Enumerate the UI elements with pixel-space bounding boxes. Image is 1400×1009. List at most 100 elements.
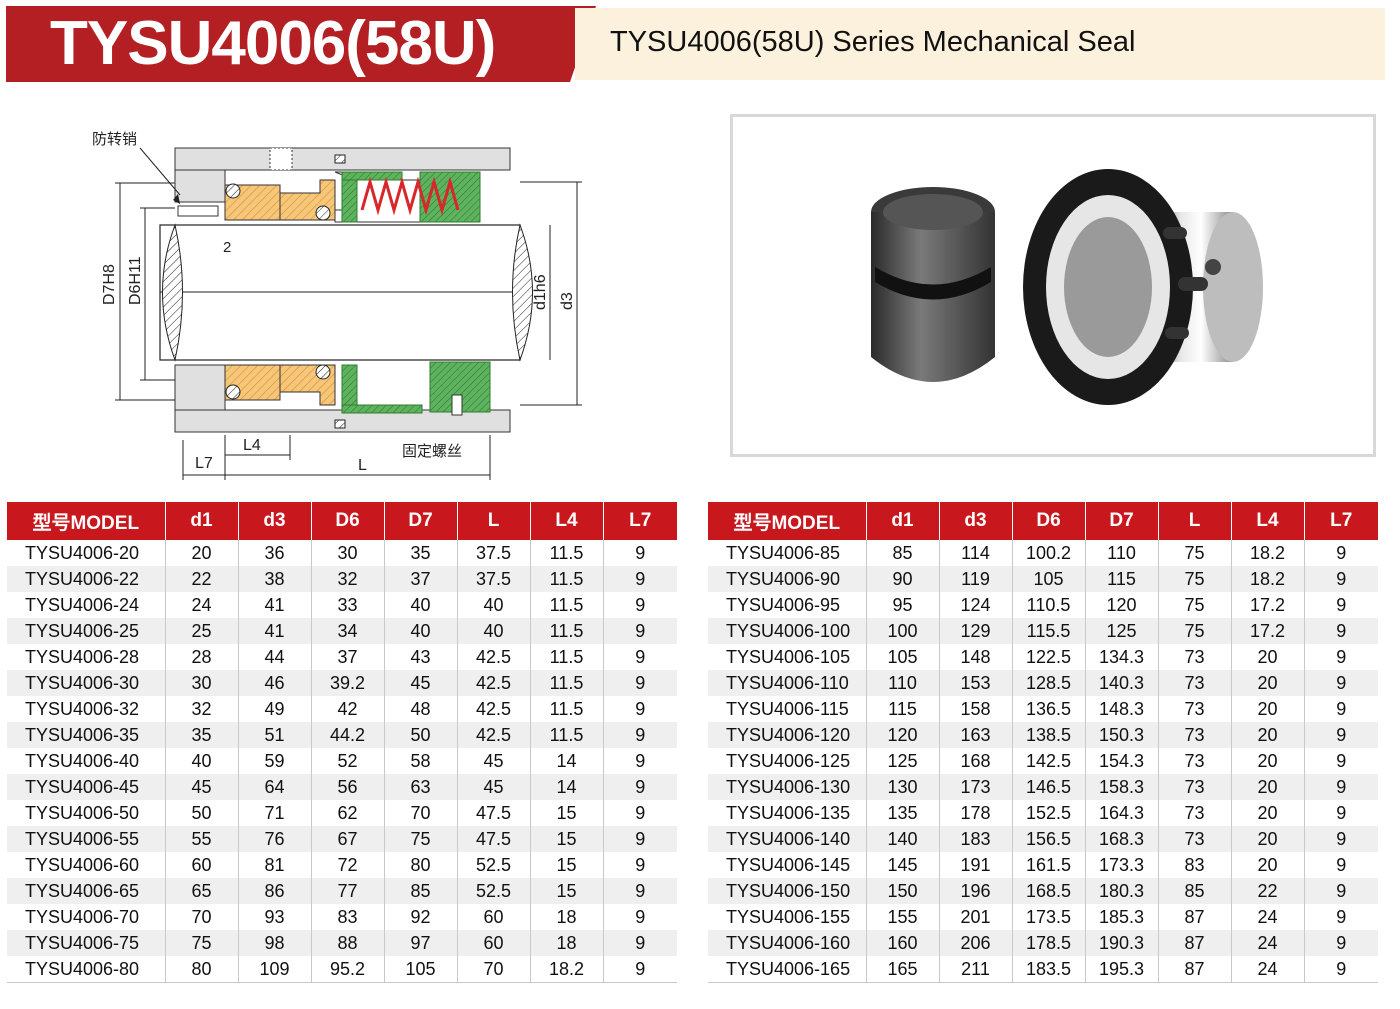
product-photo-frame <box>730 114 1376 457</box>
value-cell: 9 <box>602 748 677 774</box>
value-cell: 95 <box>865 592 939 618</box>
value-cell: 75 <box>1157 592 1231 618</box>
model-cell: TYSU4006-135 <box>726 802 851 823</box>
value-cell: 39.2 <box>310 670 384 696</box>
value-cell: 17.2 <box>1230 618 1304 644</box>
value-cell: 110.5 <box>1011 592 1085 618</box>
value-cell: 20 <box>1230 696 1304 722</box>
gap-label: 2 <box>223 239 231 256</box>
value-cell: 11.5 <box>529 644 603 670</box>
value-cell: 20 <box>1230 826 1304 852</box>
value-cell: 100.2 <box>1011 540 1085 566</box>
value-cell: 70 <box>456 956 530 983</box>
value-cell: 97 <box>383 930 457 956</box>
subtitle-band <box>575 8 1385 80</box>
value-cell: 30 <box>310 540 384 566</box>
value-cell: 173 <box>938 774 1012 800</box>
value-cell: 42 <box>310 696 384 722</box>
model-cell: TYSU4006-24 <box>25 594 140 615</box>
value-cell: 85 <box>1157 878 1231 904</box>
value-cell: 50 <box>164 800 238 826</box>
model-cell: TYSU4006-55 <box>7 826 165 852</box>
value-cell: 109 <box>237 956 311 983</box>
value-cell: 9 <box>1303 852 1378 878</box>
value-cell: 14 <box>529 748 603 774</box>
value-cell: 135 <box>865 800 939 826</box>
column-header: L7 <box>602 502 677 540</box>
value-cell: 60 <box>456 930 530 956</box>
d6-label: D6H11 <box>127 256 144 305</box>
column-header: D6 <box>310 502 384 540</box>
l4-label: L4 <box>243 437 261 454</box>
value-cell: 168 <box>938 748 1012 774</box>
value-cell: 28 <box>164 644 238 670</box>
value-cell: 40 <box>456 592 530 618</box>
value-cell: 160 <box>865 930 939 956</box>
value-cell: 37.5 <box>456 540 530 566</box>
value-cell: 15 <box>529 800 603 826</box>
value-cell: 32 <box>164 696 238 722</box>
value-cell: 73 <box>1157 696 1231 722</box>
value-cell: 92 <box>383 904 457 930</box>
model-cell: TYSU4006-140 <box>708 826 866 852</box>
value-cell: 46 <box>237 670 311 696</box>
value-cell: 17.2 <box>1230 592 1304 618</box>
value-cell: 51 <box>237 722 311 748</box>
value-cell: 75 <box>1157 566 1231 592</box>
value-cell: 154.3 <box>1084 748 1158 774</box>
d3-label: d3 <box>559 292 576 310</box>
value-cell: 22 <box>1230 878 1304 904</box>
value-cell: 67 <box>310 826 384 852</box>
value-cell: 11.5 <box>529 540 603 566</box>
value-cell: 9 <box>602 878 677 904</box>
value-cell: 87 <box>1157 956 1231 983</box>
value-cell: 163 <box>938 722 1012 748</box>
value-cell: 168.5 <box>1011 878 1085 904</box>
value-cell: 173.5 <box>1011 904 1085 930</box>
value-cell: 9 <box>602 800 677 826</box>
value-cell: 64 <box>237 774 311 800</box>
value-cell: 134.3 <box>1084 644 1158 670</box>
value-cell: 150 <box>865 878 939 904</box>
value-cell: 18.2 <box>529 956 603 983</box>
value-cell: 128.5 <box>1011 670 1085 696</box>
value-cell: 140.3 <box>1084 670 1158 696</box>
l-label: L <box>358 457 367 474</box>
value-cell: 63 <box>383 774 457 800</box>
value-cell: 9 <box>602 566 677 592</box>
value-cell: 9 <box>602 826 677 852</box>
d1-label: d1h6 <box>532 274 549 310</box>
model-cell: TYSU4006-20 <box>25 542 140 563</box>
value-cell: 115 <box>865 696 939 722</box>
value-cell: 60 <box>164 852 238 878</box>
value-cell: 190.3 <box>1084 930 1158 956</box>
value-cell: 9 <box>1303 878 1378 904</box>
value-cell: 35 <box>383 540 457 566</box>
value-cell: 206 <box>938 930 1012 956</box>
value-cell: 49 <box>237 696 311 722</box>
value-cell: 148 <box>938 644 1012 670</box>
pin-label: 防转销 <box>92 130 137 148</box>
value-cell: 136.5 <box>1011 696 1085 722</box>
value-cell: 178.5 <box>1011 930 1085 956</box>
value-cell: 15 <box>529 878 603 904</box>
value-cell: 18.2 <box>1230 566 1304 592</box>
value-cell: 73 <box>1157 800 1231 826</box>
value-cell: 20 <box>164 540 238 566</box>
value-cell: 9 <box>602 696 677 722</box>
column-header: 型号MODEL <box>7 502 165 540</box>
value-cell: 20 <box>1230 774 1304 800</box>
d7-label: D7H8 <box>101 264 118 305</box>
value-cell: 42.5 <box>456 696 530 722</box>
value-cell: 40 <box>456 618 530 644</box>
model-cell: TYSU4006-80 <box>7 956 165 983</box>
value-cell: 73 <box>1157 670 1231 696</box>
